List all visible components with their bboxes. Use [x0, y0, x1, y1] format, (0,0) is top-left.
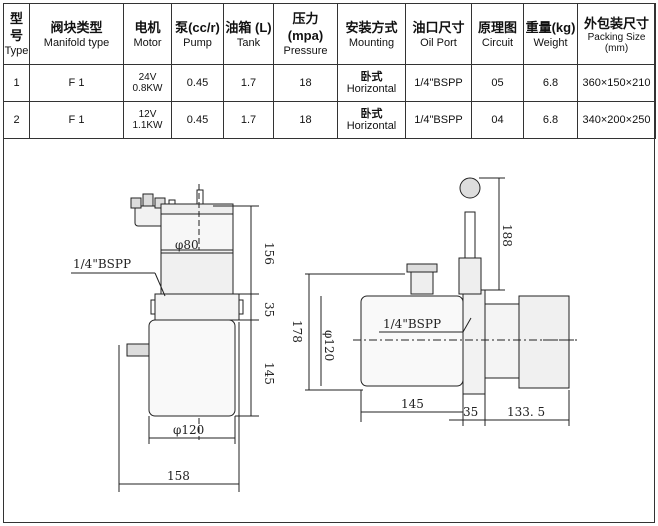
right-height-188: 188 — [500, 224, 514, 247]
cell-weight: 6.8 — [523, 64, 578, 102]
header-weight: 重量(kg)Weight — [523, 3, 578, 65]
right-width-145: 145 — [401, 397, 424, 411]
cell-type: 2 — [3, 101, 30, 139]
cell-tank: 1.7 — [223, 101, 274, 139]
cell-tank: 1.7 — [223, 64, 274, 102]
left-motor-diameter: φ80 — [175, 238, 199, 252]
cell-oil-port: 1/4"BSPP — [405, 101, 472, 139]
side-view-unit — [353, 177, 577, 395]
left-height-156: 156 — [262, 242, 276, 265]
cell-pressure: 18 — [273, 64, 338, 102]
header-pressure: 压力 (mpa)Pressure — [273, 3, 338, 65]
cell-manifold: F 1 — [29, 64, 124, 102]
left-width-158: 158 — [167, 469, 190, 483]
right-width-35: 35 — [463, 405, 478, 419]
cell-circuit: 05 — [471, 64, 524, 102]
header-tank: 油箱 (L)Tank — [223, 3, 274, 65]
right-height-178: 178 — [290, 320, 304, 343]
cell-pump: 0.45 — [171, 64, 224, 102]
cell-type: 1 — [3, 64, 30, 102]
cell-oil-port: 1/4"BSPP — [405, 64, 472, 102]
cell-packing: 360×150×210 — [577, 64, 656, 102]
right-width-133: 133. 5 — [507, 405, 545, 419]
header-pump: 泵(cc/r)Pump — [171, 3, 224, 65]
cell-packing: 340×200×250 — [577, 101, 656, 139]
left-height-145: 145 — [262, 362, 276, 385]
front-view-unit — [126, 184, 244, 440]
cell-pressure: 18 — [273, 101, 338, 139]
cell-weight: 6.8 — [523, 101, 578, 139]
cell-pump: 0.45 — [171, 101, 224, 139]
left-tank-diameter: φ120 — [173, 423, 204, 437]
right-tank-diameter: φ120 — [322, 330, 336, 361]
left-height-35: 35 — [262, 302, 276, 317]
cell-manifold: F 1 — [29, 101, 124, 139]
technical-drawing: 1/4"BSPP φ80 φ120 156 35 145 158 1/4"BSP… — [3, 140, 655, 523]
left-port-label: 1/4"BSPP — [73, 257, 131, 271]
right-port-label: 1/4"BSPP — [383, 317, 441, 331]
cell-circuit: 04 — [471, 101, 524, 139]
